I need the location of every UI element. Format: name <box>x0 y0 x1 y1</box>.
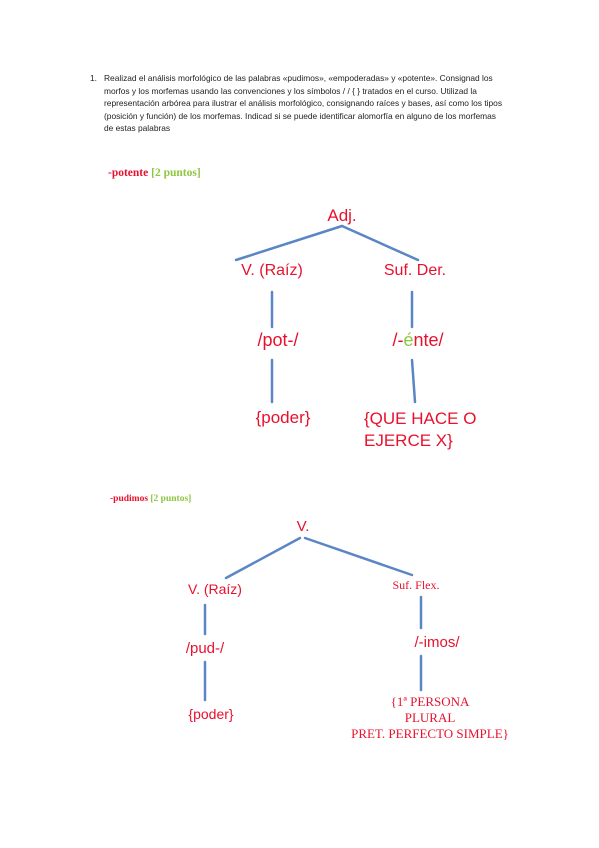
tree2-left-morpheme: {poder} <box>188 706 234 722</box>
tree2-root: V. <box>296 518 310 535</box>
branch-adj-to-v <box>234 224 344 262</box>
tree2-left-morph: /pud-/ <box>185 640 225 657</box>
tree2-right-morph: /-imos/ <box>414 634 460 651</box>
section-points: [2 puntos] <box>151 167 201 179</box>
question-body: Realizad el análisis morfológico de las … <box>104 73 503 134</box>
branch-v-to-raiz <box>224 536 302 580</box>
branch-adj-to-suf <box>340 224 420 262</box>
tree2-left-category: V. (Raíz) <box>188 581 242 597</box>
tree1-left-category: V. (Raíz) <box>241 262 303 279</box>
question-text: 1. Realizad el análisis morfológico de l… <box>90 72 504 135</box>
tree1-left-morpheme: {poder} <box>255 408 311 427</box>
tree2-right-category: Suf. Flex. <box>392 578 440 592</box>
tree1-left-morph: /pot-/ <box>257 330 299 350</box>
branch-v-to-sufflex <box>303 536 414 577</box>
accent-letter: é <box>403 330 414 350</box>
tree1-root: Adj. <box>327 206 357 225</box>
tree2-right-morpheme: {1ª PERSONA PLURAL PRET. PERFECTO SIMPLE… <box>351 694 509 741</box>
branch-morph-to-morpheme-right <box>410 358 417 404</box>
tree1-right-morpheme: {QUE HACE O EJERCE X} <box>364 409 477 450</box>
section-heading-potente: -potente [2 puntos] <box>108 167 201 179</box>
section-heading-pudimos: -pudimos [2 puntos] <box>110 494 191 504</box>
question-number: 1. <box>90 73 97 83</box>
section-word: -potente <box>108 167 149 179</box>
tree1-right-category: Suf. Der. <box>383 262 447 279</box>
section-points: [2 puntos] <box>150 494 192 504</box>
tree1-right-morph: /-énte/ <box>392 330 444 350</box>
section-word: -pudimos <box>110 494 149 504</box>
